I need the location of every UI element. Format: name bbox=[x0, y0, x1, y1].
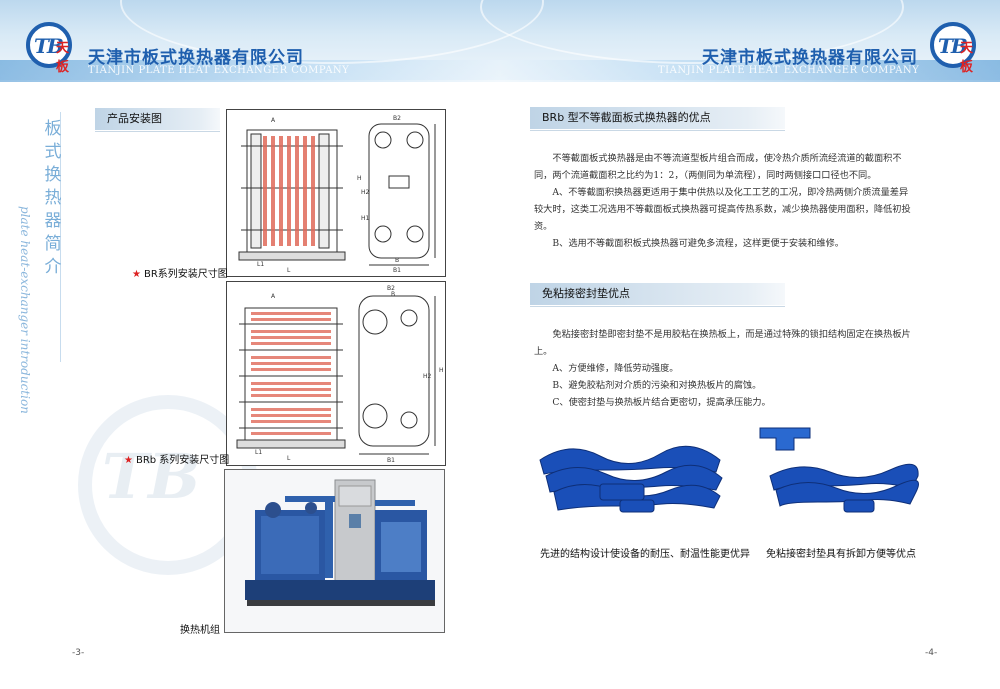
caption-gasket-right: 免粘接密封垫具有拆卸方便等优点 bbox=[766, 549, 916, 560]
paragraph: 不等截面板式换热器是由不等流道型板片组合而成，使冷热介质所流经流道的截面积不同，… bbox=[534, 153, 902, 181]
section-title-gasket: 免粘接密封垫优点 bbox=[530, 283, 785, 307]
section-title-brb-advantages: BRb 型不等截面板式换热器的优点 bbox=[530, 107, 785, 131]
dim-label-h1: H1 bbox=[361, 215, 370, 222]
star-icon: ★ bbox=[124, 455, 133, 466]
dim-label-a: A bbox=[271, 117, 276, 124]
paragraph: B、选用不等截面积板式换热器可避免多流程，这样更便于安装和维修。 bbox=[552, 238, 844, 249]
heat-exchanger-unit-photo bbox=[224, 469, 445, 633]
dim-label-h2: H2 bbox=[423, 373, 432, 380]
logo-mark: TB bbox=[938, 34, 968, 58]
dim-label-l1: L1 bbox=[255, 449, 262, 456]
header-light-band bbox=[0, 60, 1000, 82]
logo-mark-cn: 天板 bbox=[960, 41, 974, 75]
caption-br-series: ★BR系列安装尺寸图 bbox=[132, 265, 228, 280]
logo-ring-icon bbox=[26, 22, 72, 68]
page-number-left: -3- bbox=[72, 648, 85, 658]
gasket-image-right bbox=[759, 427, 919, 513]
sidebar-title-cn: 板式换热器简介 bbox=[44, 119, 62, 277]
caption-gasket-left: 先进的结构设计使设备的耐压、耐温性能更优异 bbox=[540, 549, 750, 560]
brb-install-diagram: A B2 B H H2 L L1 B1 bbox=[226, 281, 446, 466]
star-icon: ★ bbox=[132, 269, 141, 280]
company-logo-left: TB 天板 bbox=[26, 20, 78, 75]
dim-label-h: H bbox=[439, 367, 444, 374]
logo-ring-icon bbox=[930, 22, 976, 68]
caption-brb-series: ★BRb 系列安装尺寸图 bbox=[124, 451, 229, 466]
gasket-advantages-text: 免粘接密封垫即密封垫不是用胶粘在换热板上，而是通过特殊的锁扣结构固定在换热板片上… bbox=[534, 326, 914, 411]
gasket-image-left bbox=[539, 445, 723, 513]
paragraph: 免粘接密封垫即密封垫不是用胶粘在换热板上，而是通过特殊的锁扣结构固定在换热板片上… bbox=[534, 329, 911, 357]
header-banner bbox=[0, 0, 1000, 82]
caption-brb-text: BRb 系列安装尺寸图 bbox=[135, 455, 230, 466]
paragraph: C、使密封垫与换热板片结合更密切，提高承压能力。 bbox=[552, 397, 771, 408]
unit-photo-svg bbox=[225, 470, 444, 632]
caption-br-text: BR系列安装尺寸图 bbox=[143, 269, 228, 280]
logo-mark-cn: 天板 bbox=[56, 41, 70, 75]
caption-heat-unit: 换热机组 bbox=[180, 625, 220, 636]
dim-label-b2: B2 bbox=[387, 285, 395, 292]
company-name-cn-left: 天津市板式换热器有限公司 bbox=[88, 48, 304, 68]
dim-label-l: L bbox=[287, 455, 291, 462]
dim-label-l: L bbox=[287, 267, 291, 274]
dim-label-l1: L1 bbox=[257, 261, 264, 268]
br-diagram-svg: A B2 H H2 H1 L L1 B B1 bbox=[238, 115, 436, 274]
page-number-right: -4- bbox=[925, 648, 938, 658]
sidebar-divider bbox=[60, 112, 61, 362]
company-logo-right: TB 天板 bbox=[930, 20, 982, 75]
logo-mark: TB bbox=[34, 34, 64, 58]
brb-diagram-svg: A B2 B H H2 L L1 B1 bbox=[236, 285, 444, 464]
dim-label-b1: B1 bbox=[393, 267, 401, 274]
paragraph: B、避免胶粘剂对介质的污染和对换热板片的腐蚀。 bbox=[552, 380, 762, 391]
dim-label-b1: B1 bbox=[387, 457, 395, 464]
dim-label-b2: B2 bbox=[393, 115, 401, 122]
company-name-en-left: TIANJIN PLATE HEAT EXCHANGER COMPANY bbox=[88, 65, 350, 76]
watermark-logo: TB bbox=[102, 440, 201, 513]
dim-label-b: B bbox=[395, 257, 399, 264]
company-name-en-right: TIANJIN PLATE HEAT EXCHANGER COMPANY bbox=[658, 65, 920, 76]
dim-label-h2: H2 bbox=[361, 189, 370, 196]
paragraph: A、不等截面积换热器更适用于集中供热以及化工工艺的工况，即冷热两侧介质流量差异较… bbox=[534, 187, 911, 232]
section-title-install: 产品安装图 bbox=[95, 108, 220, 132]
sidebar-title-en: plate heat-exchanger introduction bbox=[18, 206, 32, 414]
dim-label-a: A bbox=[271, 293, 276, 300]
paragraph: A、方便维修，降低劳动强度。 bbox=[552, 363, 679, 374]
dim-label-h: H bbox=[357, 175, 362, 182]
brb-advantages-text: 不等截面板式换热器是由不等流道型板片组合而成，使冷热介质所流经流道的截面积不同，… bbox=[534, 150, 914, 252]
company-name-cn-right: 天津市板式换热器有限公司 bbox=[702, 48, 918, 68]
br-install-diagram: A B2 H H2 H1 L L1 B B1 bbox=[226, 109, 446, 277]
dim-label-b: B bbox=[391, 291, 395, 298]
